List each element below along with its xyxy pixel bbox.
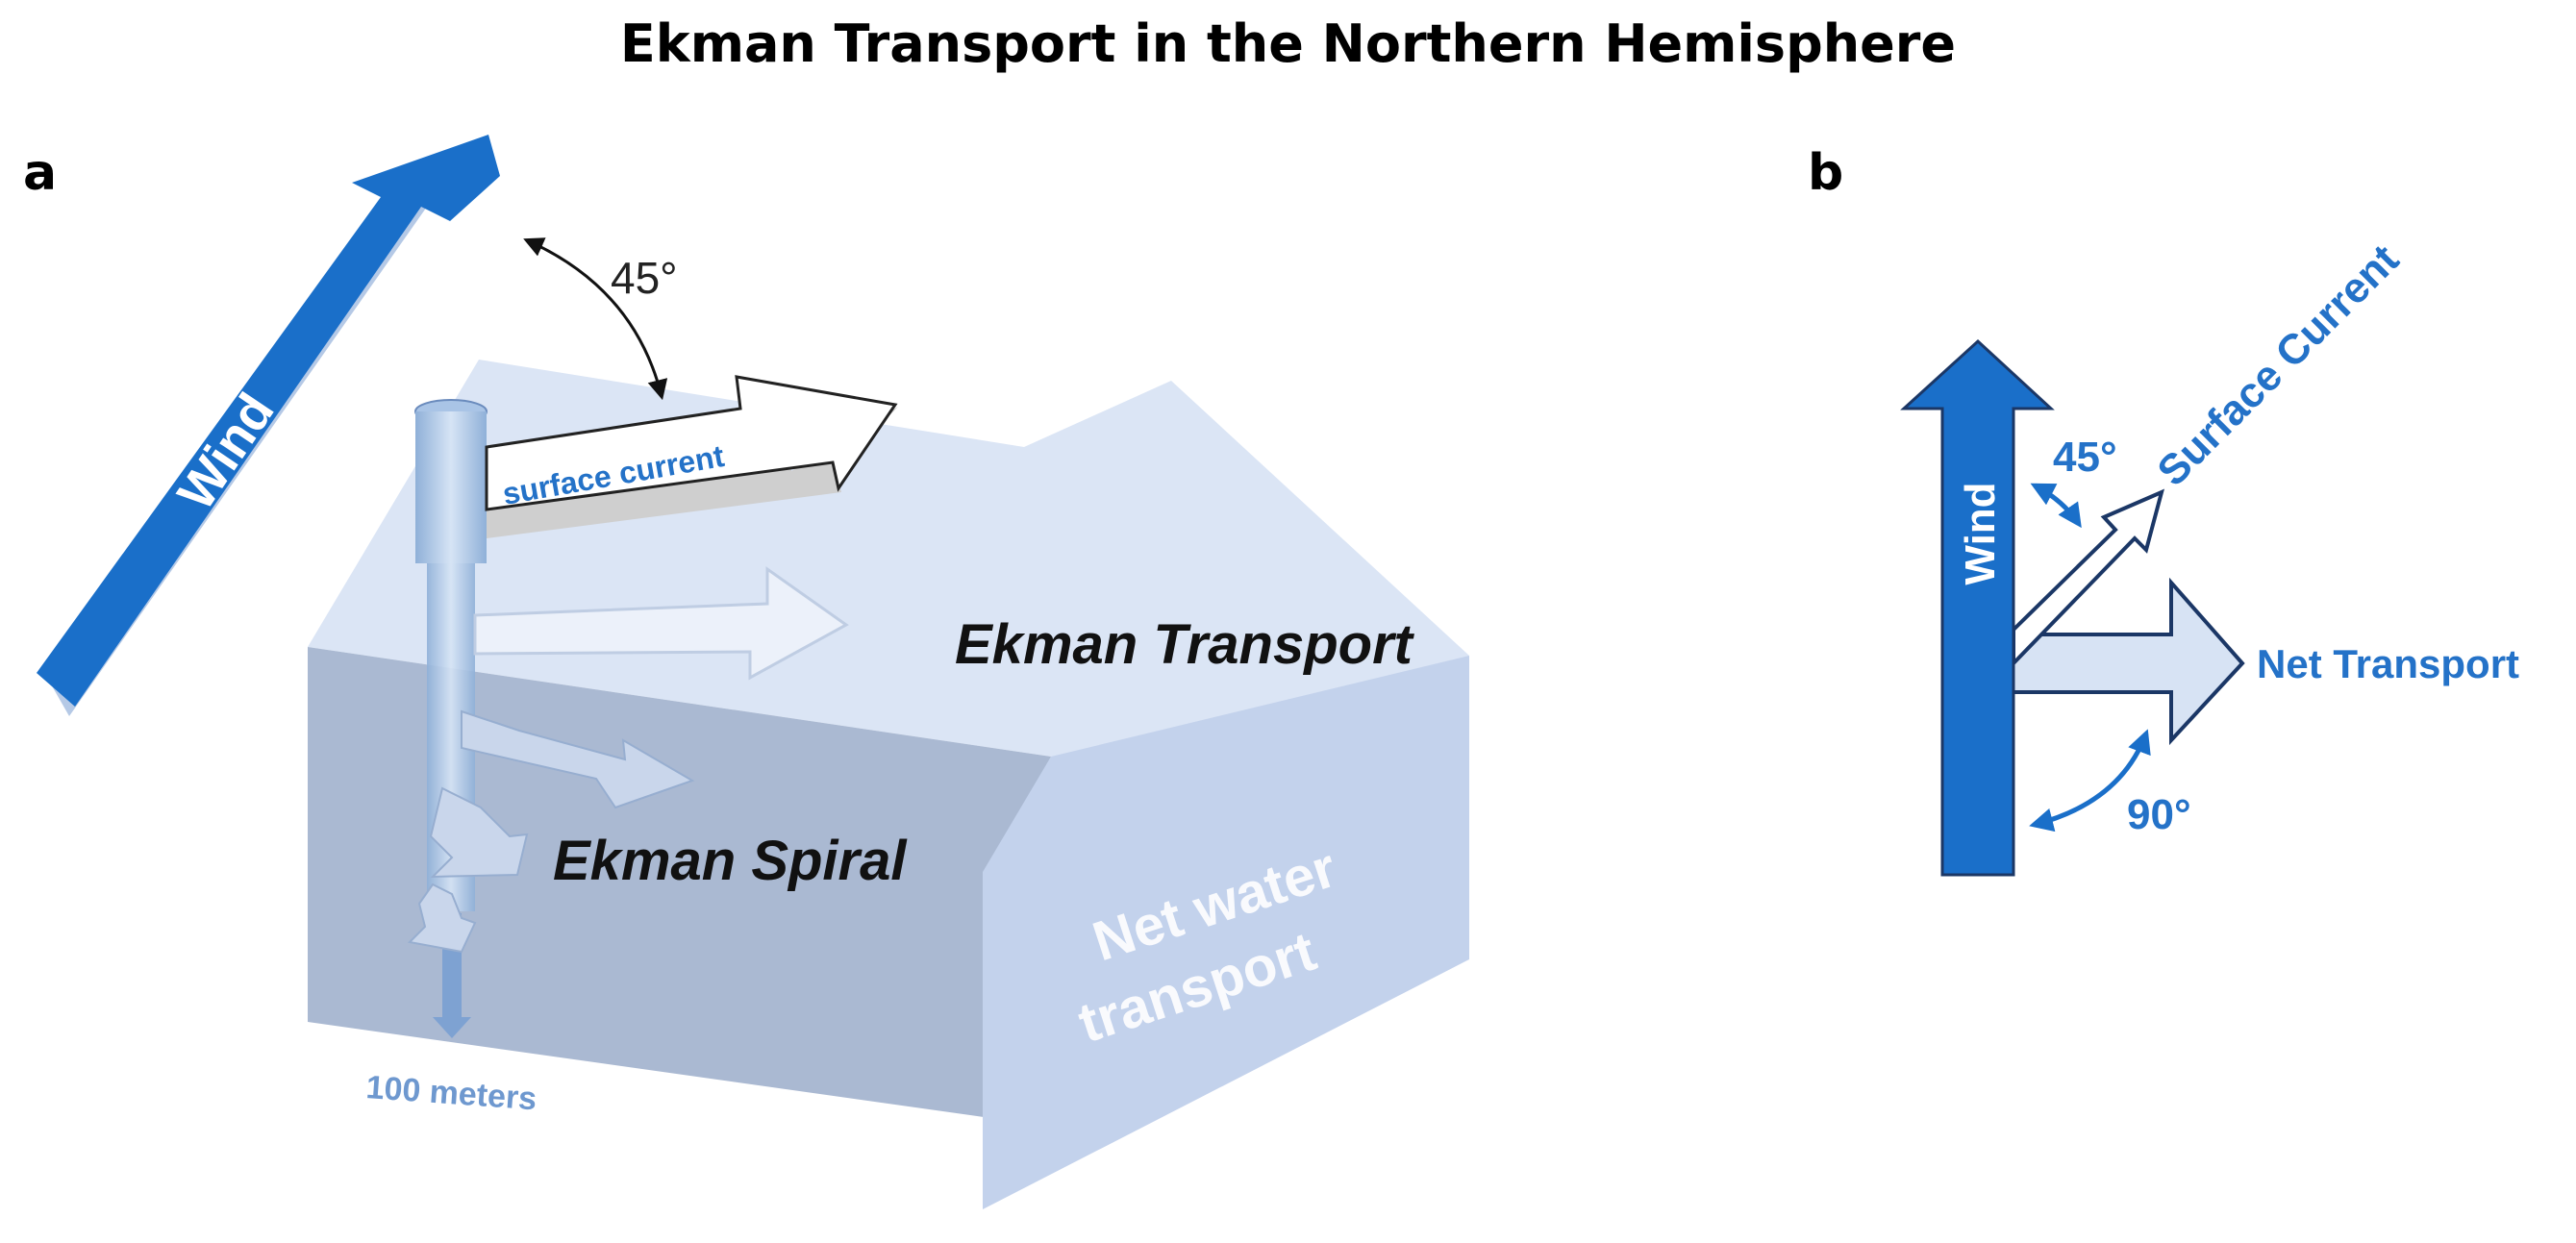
ocean-front-face [308, 647, 1051, 1118]
column-upper [415, 411, 487, 563]
spiral-arrow-4 [407, 883, 477, 954]
surface-current-label-b: Surface Current [2148, 236, 2408, 495]
angle-label-a: 45° [611, 253, 678, 303]
spiral-arrow-1 [473, 566, 849, 681]
wind-label-b: Wind [1957, 482, 2004, 584]
net-transport-arrow [2010, 577, 2245, 746]
panel-a: surface current Wind 45° Ekman Transport… [37, 135, 1469, 1209]
depth-label: 100 meters [364, 1069, 538, 1117]
surface-current-arrow-b [2012, 488, 2164, 668]
spiral-arrow-3 [429, 786, 529, 879]
figure-title: Ekman Transport in the Northern Hemisphe… [619, 13, 1957, 74]
angle-label-45-b: 45° [2053, 434, 2117, 481]
spiral-arrow-2 [461, 709, 695, 809]
depth-arrow-head [433, 1017, 471, 1038]
net-transport-label: Net Transport [2257, 641, 2519, 686]
angle-arc-a [523, 237, 668, 401]
angle-arc-90-b [2029, 729, 2151, 833]
panel-b: Wind Surface Current 45° Net Transport 9… [1900, 236, 2519, 877]
panel-b-letter: b [1808, 144, 1844, 202]
angle-arc-45-b [2030, 483, 2082, 529]
surface-current-arrow [485, 375, 898, 538]
wind-label-a: Wind [166, 384, 285, 521]
wind-arrow-b [1900, 338, 2055, 877]
angle-label-90-b: 90° [2127, 791, 2191, 838]
ekman-spiral-label: Ekman Spiral [553, 830, 908, 892]
wind-arrow [37, 135, 500, 716]
panel-a-letter: a [23, 144, 58, 202]
net-transport-side-face [983, 656, 1469, 1209]
ekman-transport-label: Ekman Transport [955, 613, 1415, 676]
